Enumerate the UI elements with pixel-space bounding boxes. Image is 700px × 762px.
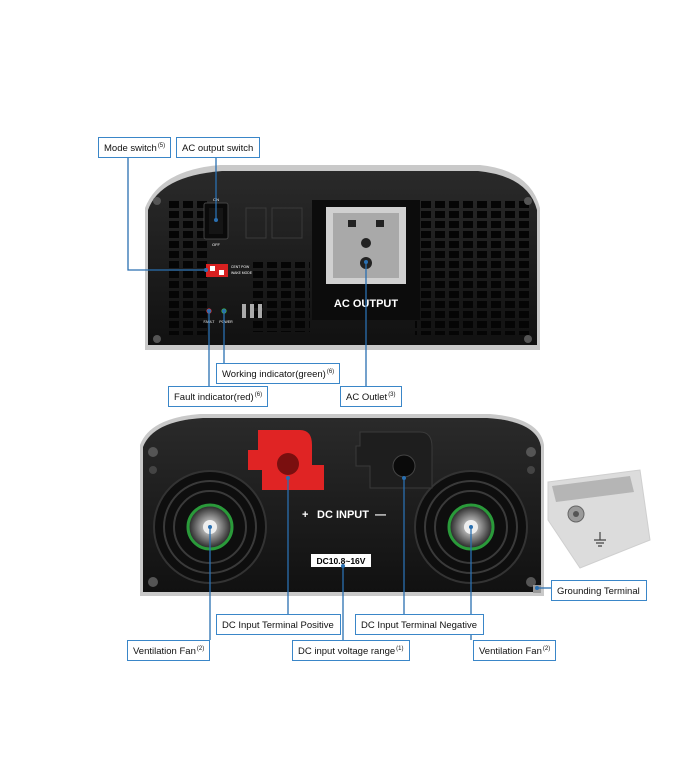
dc-plus-sign: + — [302, 509, 308, 521]
ground-symbol-icon — [594, 532, 606, 547]
callout-ac-output-switch: AC output switch — [176, 137, 261, 159]
callout-label: Grounding Terminal — [557, 586, 640, 598]
callout-label: Fault indicator(red) — [174, 392, 254, 404]
callout-label: Ventilation Fan — [133, 646, 196, 658]
callout-label: AC output switch — [182, 143, 254, 155]
leader-dots — [204, 218, 539, 590]
callout-ac-outlet: AC Outlet(3) — [340, 386, 402, 408]
callout-ref: (6) — [254, 392, 263, 398]
panel-cutout — [271, 207, 303, 239]
callout-ref: (2) — [196, 646, 205, 652]
vent-grille-right — [415, 200, 530, 335]
screw-icon — [526, 447, 536, 457]
usb-port — [242, 304, 246, 318]
usb-port — [250, 304, 254, 318]
callout-label: DC input voltage range — [298, 646, 396, 658]
callout-label: Ventilation Fan — [479, 646, 542, 658]
callout-label: Mode switch — [104, 143, 157, 155]
callout-dc-terminal-negative: DC Input Terminal Negative — [355, 614, 484, 636]
callout-ventilation-fan-left: Ventilation Fan(2) — [127, 640, 211, 662]
callout-grounding-terminal: Grounding Terminal — [551, 580, 647, 602]
grounding-terminal-inset — [547, 469, 651, 569]
dc-minus-sign: — — [375, 509, 386, 521]
callout-ref: (1) — [396, 646, 404, 652]
screw-icon — [153, 197, 161, 205]
vent-grille-left — [165, 200, 210, 335]
callout-ref: (2) — [542, 646, 551, 652]
panel-cutout — [245, 207, 267, 239]
callout-label: Working indicator(green) — [222, 369, 326, 381]
callout-label: DC Input Terminal Negative — [361, 620, 477, 632]
ac-output-switch[interactable]: ON OFF — [203, 197, 229, 247]
callout-dc-voltage-range: DC input voltage range(1) — [292, 640, 410, 662]
screw-icon — [153, 335, 161, 343]
mode-switch[interactable]: CENT POW WAKE MODE — [206, 264, 253, 277]
callout-dc-terminal-positive: DC Input Terminal Positive — [216, 614, 341, 636]
screw-icon — [527, 466, 535, 474]
leader-lines — [127, 151, 552, 640]
dc-terminal-negative[interactable] — [355, 431, 433, 489]
dc-voltage-range-text: DC10.8~16V — [317, 556, 366, 566]
callout-ref: (3) — [388, 392, 396, 398]
screw-icon — [524, 197, 532, 205]
callout-label: AC Outlet — [346, 392, 388, 404]
screw-icon — [148, 577, 158, 587]
vent-grille-center — [250, 262, 310, 332]
callout-mode-switch: Mode switch(5) — [98, 137, 172, 159]
bottom-inverter-panel: + DC INPUT — DC10.8~16V — [140, 414, 544, 596]
switch-off-label: OFF — [212, 242, 221, 247]
top-inverter-panel: ON OFF CENT POW WAKE MODE FAULT POWER — [145, 165, 540, 350]
callout-ventilation-fan-right: Ventilation Fan(2) — [473, 640, 557, 662]
usb-port — [258, 304, 262, 318]
callout-ref: (5) — [157, 143, 166, 149]
mode-switch-text: CENT POW — [231, 265, 250, 269]
screw-icon — [149, 466, 157, 474]
screw-icon — [524, 335, 532, 343]
callout-fault-indicator: Fault indicator(red)(6) — [168, 386, 269, 408]
power-led-label: POWER — [219, 320, 233, 324]
callout-label: DC Input Terminal Positive — [222, 620, 334, 632]
screw-icon — [526, 577, 536, 587]
callout-working-indicator: Working indicator(green)(6) — [216, 363, 341, 385]
callout-ref: (6) — [326, 369, 335, 375]
dc-input-label: DC INPUT — [317, 509, 369, 521]
screw-icon — [148, 447, 158, 457]
mode-switch-text: WAKE MODE — [231, 271, 253, 275]
dc-voltage-label-plate: DC10.8~16V — [311, 554, 371, 567]
dc-terminal-positive[interactable] — [248, 430, 324, 490]
